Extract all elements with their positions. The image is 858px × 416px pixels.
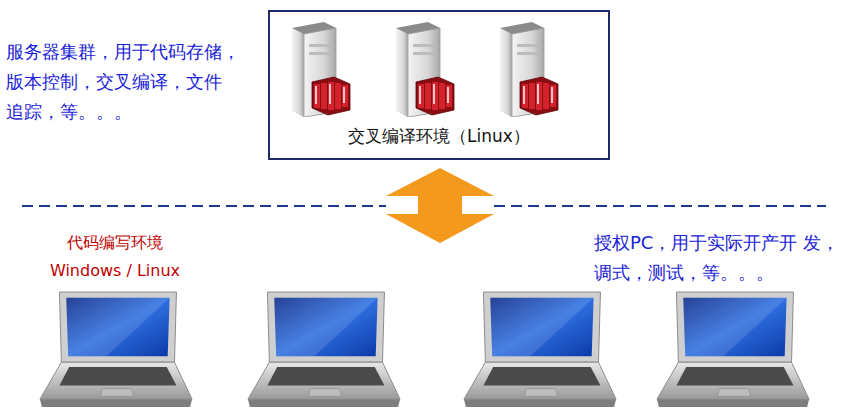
annotation-text: Windows / Linux [40, 256, 190, 286]
box-label: 交叉编译环境（Linux） [270, 125, 608, 148]
dashed-divider [22, 205, 386, 207]
double-arrow [386, 168, 494, 243]
dashed-divider [494, 205, 826, 207]
annotation-text: 代码编写环境 [40, 228, 190, 258]
laptop-icons [40, 292, 809, 407]
server-icons [292, 22, 558, 117]
annotation-text: 授权PC，用于实际开产开 发，调式，测试，等。。。 [594, 228, 844, 288]
annotation-text: 服务器集群，用于代码存储， 版本控制，交叉编译，文件 追踪，等。。。 [6, 37, 268, 127]
environment-box: 交叉编译环境（Linux） [268, 10, 610, 160]
